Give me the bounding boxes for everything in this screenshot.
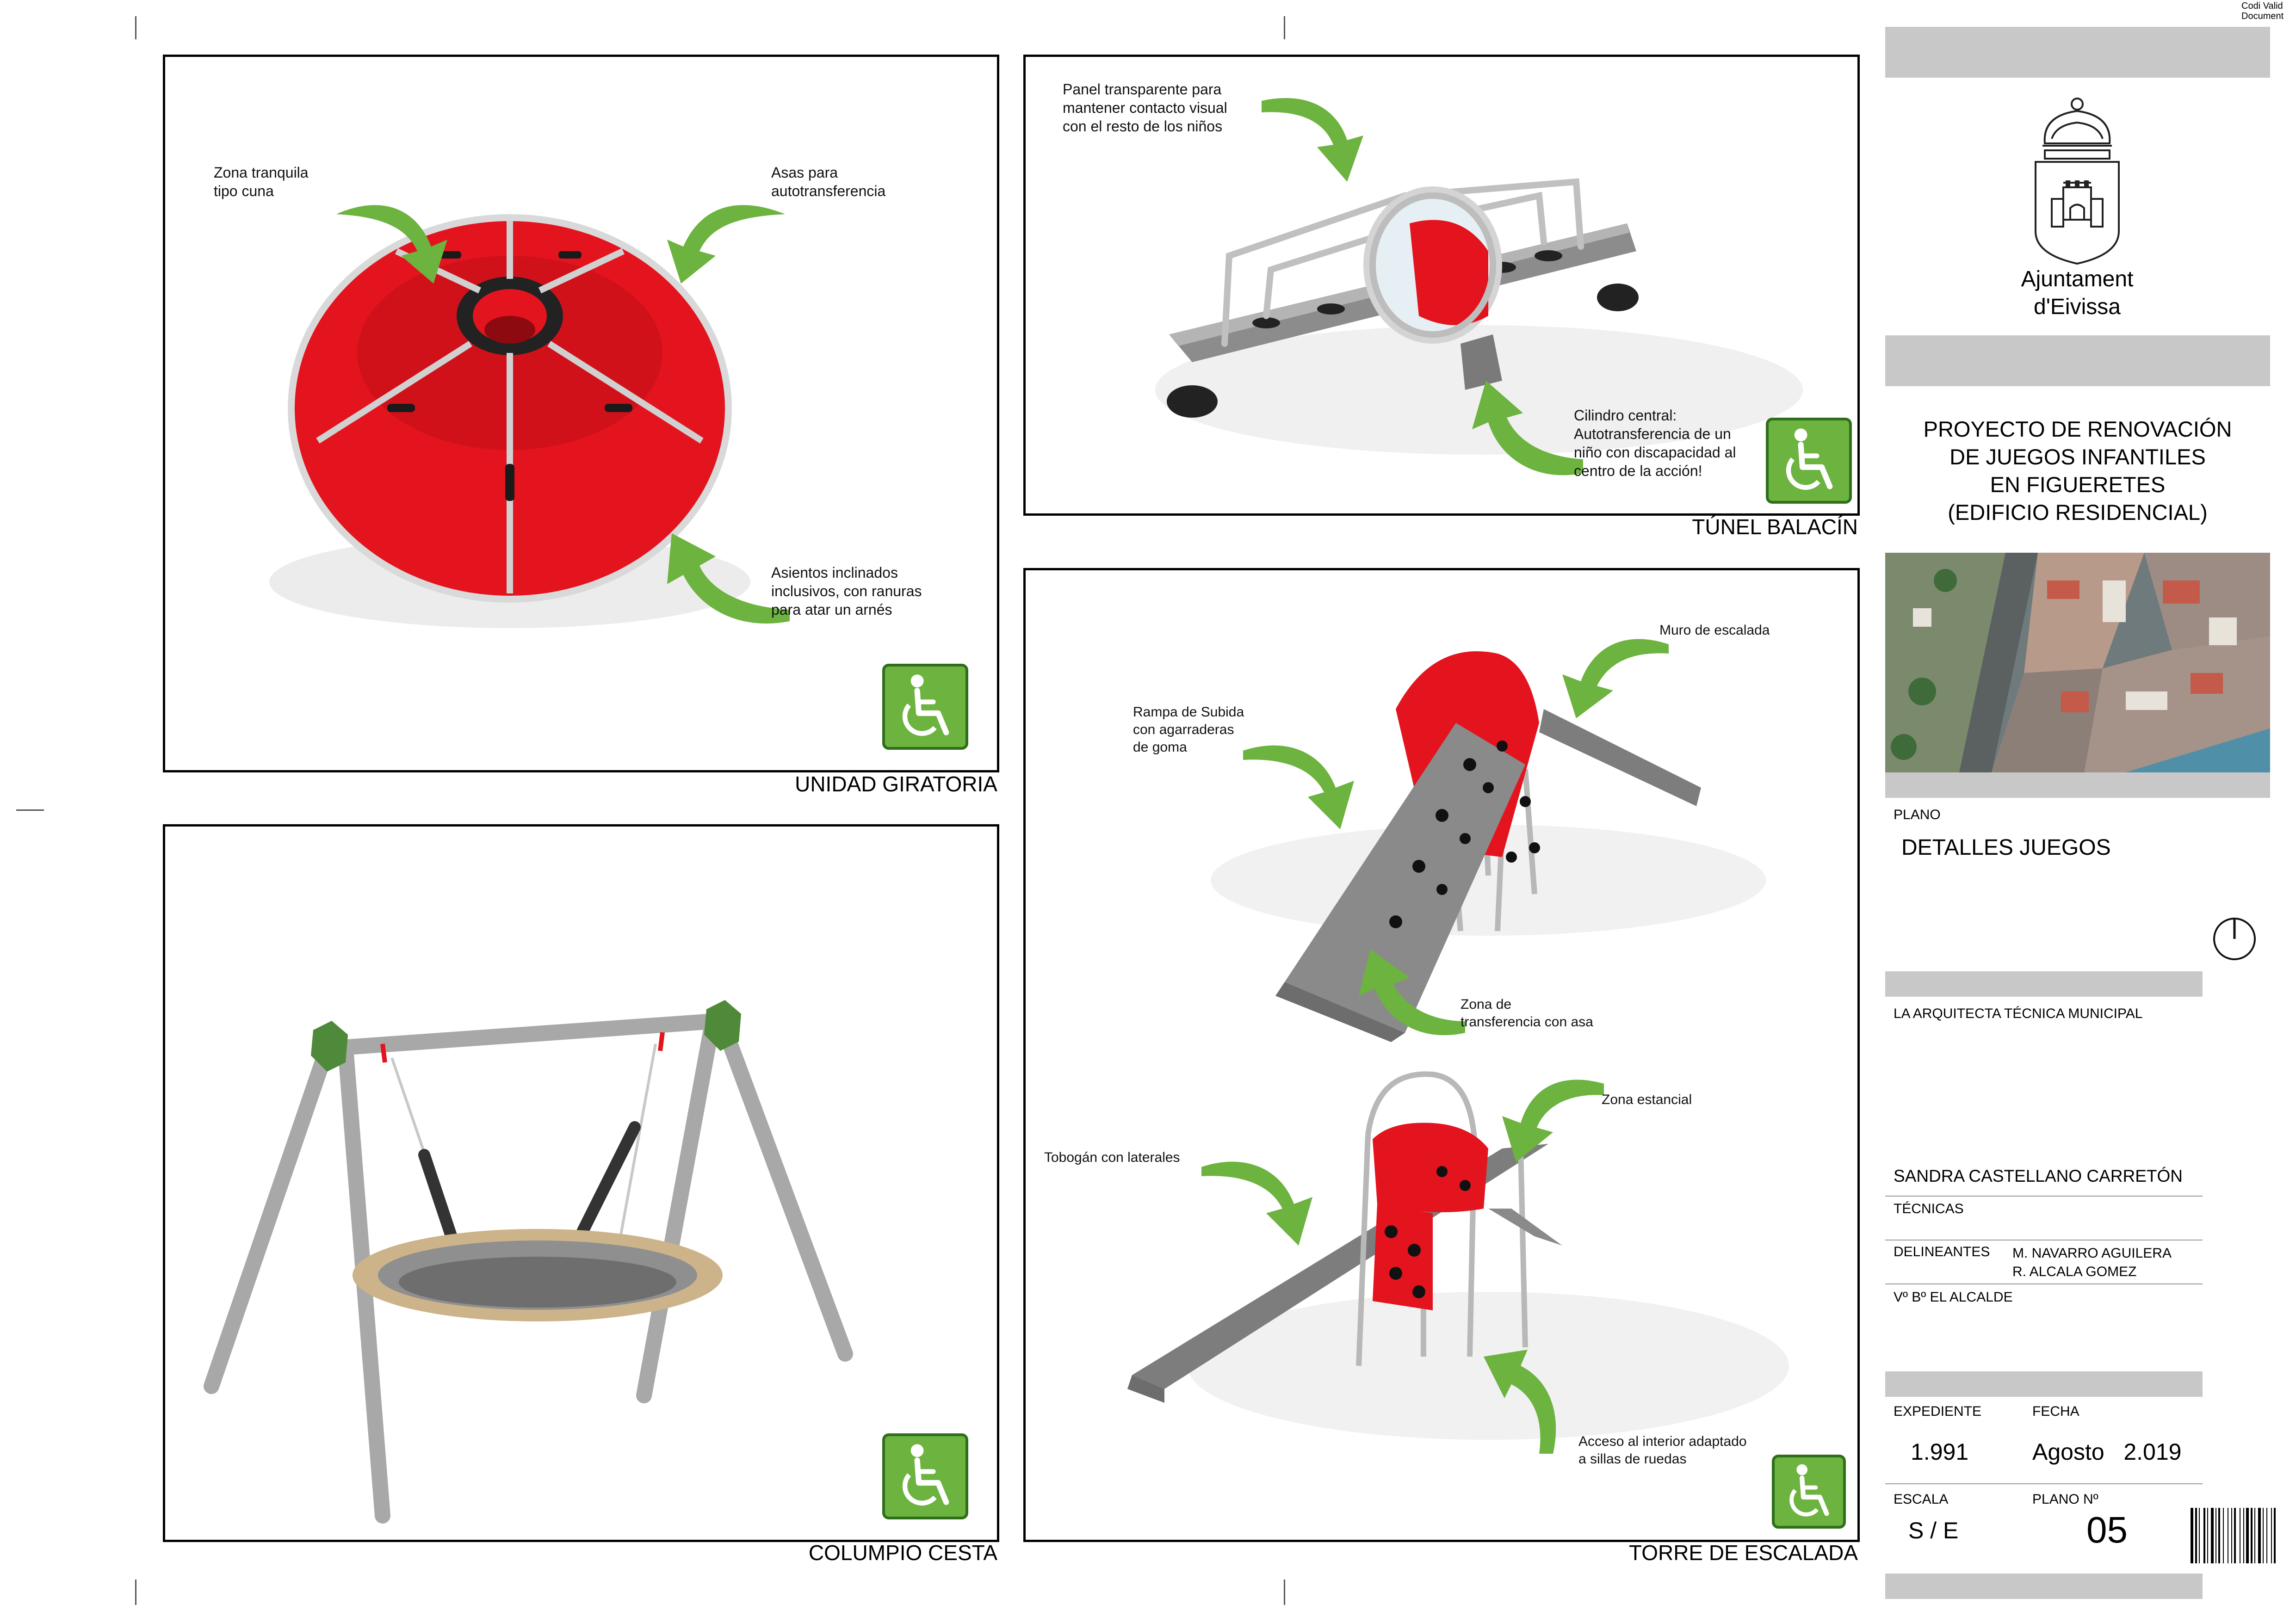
alcalde-label: Vº Bº EL ALCALDE <box>1894 1290 2013 1305</box>
arrow-zona-estancial <box>1502 1080 1604 1162</box>
note-muro-escalada: Muro de escalada <box>1659 623 1770 638</box>
note-cilindro-central: Cilindro central: Autotransferencia de u… <box>1574 407 1736 479</box>
note-tobogan: Tobogán con laterales <box>1044 1150 1180 1165</box>
crop-mark <box>135 16 136 39</box>
note-zona-tranquila: Zona tranquila tipo cuna <box>214 164 309 199</box>
tunnel-seesaw-illustration <box>1155 178 1803 455</box>
plano-n-label: PLANO Nº <box>2032 1492 2098 1507</box>
corner-code-text: Codi Valid Document <box>2241 1 2284 21</box>
arrow-tobogan <box>1201 1161 1312 1246</box>
expediente-label: EXPEDIENTE <box>1894 1404 1982 1419</box>
crop-mark <box>1284 1580 1285 1605</box>
barcode-bar <box>2223 1508 2224 1563</box>
plano-value: DETALLES JUEGOS <box>1901 835 2111 860</box>
barcode <box>2191 1508 2276 1563</box>
note-acceso-interior: Acceso al interior adaptado a sillas de … <box>1578 1434 1747 1467</box>
wheelchair-accessible-icon <box>882 664 968 750</box>
escala-label: ESCALA <box>1894 1492 1949 1507</box>
fecha-value: Agosto 2.019 <box>2032 1439 2182 1465</box>
barcode-bar <box>2191 1508 2193 1563</box>
title-block-bar-top <box>1885 27 2270 78</box>
delineantes-names: M. NAVARRO AGUILERA R. ALCALA GOMEZ <box>2012 1246 2172 1279</box>
panel-unidad-giratoria: Zona tranquila tipo cuna Asas para autot… <box>163 55 999 772</box>
tecnicas-label: TÉCNICAS <box>1894 1201 1964 1216</box>
barcode-bar <box>2203 1508 2205 1563</box>
expediente-value: 1.991 <box>1911 1439 1969 1465</box>
barcode-bar <box>2231 1508 2232 1563</box>
crop-mark <box>1284 16 1285 39</box>
fecha-label: FECHA <box>2032 1404 2079 1419</box>
barcode-bar <box>2207 1508 2208 1563</box>
panel-title-torre: TORRE DE ESCALADA <box>1628 1541 1858 1565</box>
plano-label: PLANO <box>1894 807 1941 822</box>
arrow-acceso <box>1484 1350 1556 1454</box>
title-block-bar-5 <box>1885 1371 2203 1397</box>
panel-tunel-balacin: Panel transparente para mantener contact… <box>1023 55 1860 516</box>
panel-columpio-cesta <box>163 824 999 1542</box>
title-block-bar-4 <box>1885 971 2203 997</box>
escala-value: S / E <box>1908 1518 1959 1543</box>
plano-number: 05 <box>2086 1509 2128 1550</box>
barcode-bar <box>2234 1508 2236 1563</box>
coat-of-arms-logo <box>2035 98 2120 265</box>
arrow-zona-transferencia <box>1359 950 1465 1036</box>
panel-torre-escalada: Muro de escalada Rampa de Subida con aga… <box>1023 568 1860 1542</box>
carousel-illustration <box>269 214 750 628</box>
barcode-bar <box>2271 1508 2272 1563</box>
wheelchair-accessible-icon <box>1772 1455 1846 1529</box>
climbing-tower-illustration <box>1127 651 1789 1440</box>
barcode-bar <box>2243 1508 2244 1563</box>
arrow-muro-escalada <box>1562 639 1669 718</box>
divider <box>1885 1196 2203 1197</box>
note-asas: Asas para autotransferencia <box>771 164 886 199</box>
title-block-bar-bottom <box>1885 1574 2203 1599</box>
arrow-asientos <box>667 533 790 624</box>
note-zona-estancial: Zona estancial <box>1602 1092 1692 1107</box>
crop-mark <box>16 809 44 811</box>
title-block-bar-3 <box>1885 772 2270 798</box>
divider <box>1885 1483 2203 1484</box>
delineantes-label: DELINEANTES <box>1894 1244 1990 1259</box>
barcode-bar <box>2218 1508 2220 1563</box>
barcode-bar <box>2251 1508 2253 1563</box>
barcode-bar <box>2254 1508 2255 1563</box>
arquitecta-name: SANDRA CASTELLANO CARRETÓN <box>1894 1166 2183 1185</box>
panel-title-giratoria: UNIDAD GIRATORIA <box>795 772 997 796</box>
panel-title-columpio: COLUMPIO CESTA <box>808 1541 997 1565</box>
org-name: Ajuntament d'Eivissa <box>2021 267 2134 319</box>
wheelchair-accessible-icon <box>1766 418 1852 504</box>
crop-mark <box>135 1580 136 1605</box>
arrow-asas <box>667 205 785 284</box>
basket-swing-illustration <box>204 1000 853 1524</box>
note-zona-transferencia: Zona de transferencia con asa <box>1461 997 1593 1030</box>
barcode-bar <box>2246 1508 2249 1563</box>
note-panel-transparente: Panel transparente para mantener contact… <box>1063 81 1227 135</box>
barcode-bar <box>2266 1508 2267 1563</box>
wheelchair-accessible-icon <box>882 1433 968 1519</box>
note-asientos: Asientos inclinados inclusivos, con ranu… <box>771 564 922 618</box>
note-rampa-subida: Rampa de Subida con agarraderas de goma <box>1133 704 1244 755</box>
title-block-bar-2 <box>1885 335 2270 386</box>
barcode-bar <box>2195 1508 2197 1563</box>
panel-title-tunel: TÚNEL BALACÍN <box>1692 515 1858 539</box>
barcode-bar <box>2274 1508 2276 1563</box>
arrow-zona-tranquila <box>336 205 447 284</box>
aerial-map-image <box>1885 553 2270 772</box>
barcode-bar <box>2263 1508 2264 1563</box>
arrow-panel-transparente <box>1262 98 1363 182</box>
north-arrow-icon <box>2213 918 2256 960</box>
arrow-rampa <box>1243 745 1354 829</box>
arquitecta-label: LA ARQUITECTA TÉCNICA MUNICIPAL <box>1894 1006 2143 1021</box>
barcode-bar <box>2199 1508 2200 1563</box>
barcode-bar <box>2211 1508 2214 1563</box>
project-title: PROYECTO DE RENOVACIÓN DE JUEGOS INFANTI… <box>1923 417 2232 525</box>
arrow-cilindro <box>1472 381 1583 475</box>
barcode-bar <box>2258 1508 2261 1563</box>
